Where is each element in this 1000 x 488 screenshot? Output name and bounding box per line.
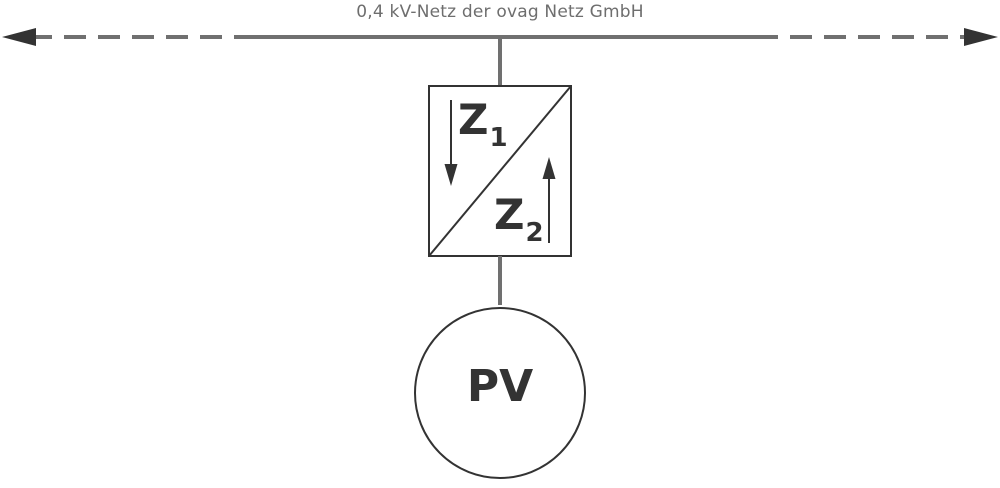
pv-circle: [414, 307, 586, 479]
z1-letter: Z: [458, 95, 489, 144]
z1-index: 1: [489, 123, 508, 153]
grid-label: 0,4 kV-Netz der ovag Netz GmbH: [356, 2, 644, 22]
busbar-arrow-right: [964, 28, 998, 46]
pv-label: PV: [466, 361, 534, 412]
z2-label: Z2: [494, 194, 544, 247]
z2-index: 2: [525, 218, 544, 248]
z1-label: Z1: [458, 99, 508, 152]
converter-diagonal: [428, 85, 572, 257]
busbar-arrow-left: [2, 28, 36, 46]
z1-direction-arrowhead: [444, 164, 458, 186]
z2-direction-arrowhead: [542, 157, 556, 179]
z2-letter: Z: [494, 190, 525, 239]
